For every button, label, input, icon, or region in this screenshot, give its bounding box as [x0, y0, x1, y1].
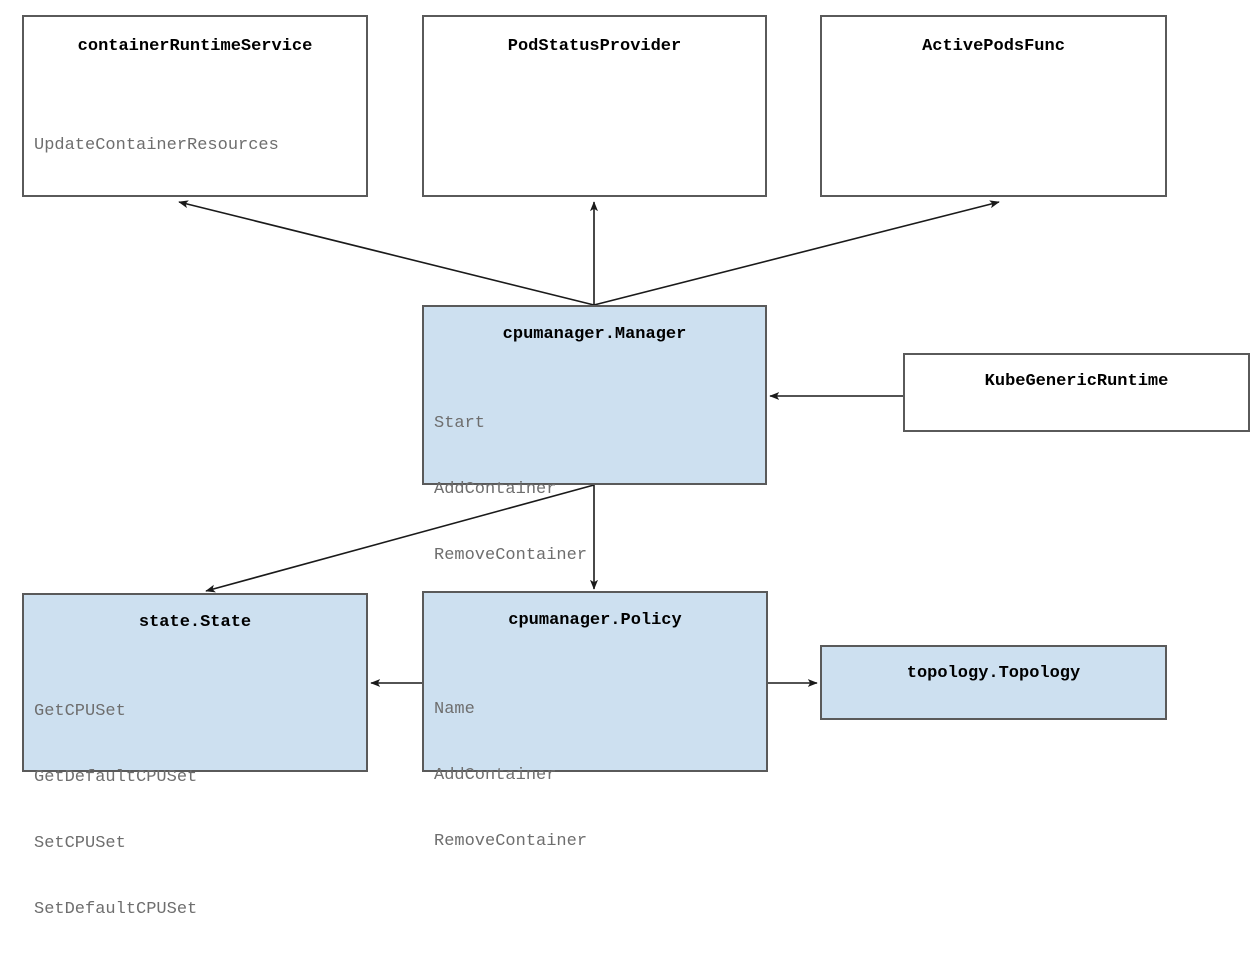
member-item: Start [434, 414, 486, 433]
node-pod-status-provider[interactable]: PodStatusProvider [422, 15, 767, 197]
node-container-runtime-service[interactable]: containerRuntimeService UpdateContainerR… [22, 15, 368, 197]
node-members-cpumanager-policy: Name AddContainer RemoveContainer [434, 655, 587, 897]
node-title-pod-status-provider: PodStatusProvider [507, 37, 682, 56]
member-item: GetCPUSet [34, 702, 126, 721]
node-title-active-pods-func: ActivePodsFunc [922, 37, 1065, 56]
edge-manager-to-container-runtime-service [178, 200, 595, 306]
node-title-cpumanager-manager: cpumanager.Manager [502, 325, 687, 344]
node-topology-topology[interactable]: topology.Topology [820, 645, 1167, 720]
node-title-cpumanager-policy: cpumanager.Policy [508, 611, 682, 630]
member-item: RemoveContainer [434, 832, 588, 851]
member-item: AddContainer [434, 766, 557, 785]
node-title-topology-topology: topology.Topology [906, 664, 1081, 683]
node-cpumanager-policy[interactable]: cpumanager.Policy Name AddContainer Remo… [422, 591, 768, 851]
node-state-state[interactable]: state.State GetCPUSet GetDefaultCPUSet S… [22, 593, 368, 919]
node-title-container-runtime-service: containerRuntimeService [77, 37, 313, 56]
member-item: AddContainer [434, 480, 557, 499]
member-item: UpdateContainerResources [34, 136, 279, 155]
member-item: SetDefaultCPUSet [34, 900, 198, 919]
member-item: GetDefaultCPUSet [34, 768, 198, 787]
node-title-kube-generic-runtime: KubeGenericRuntime [984, 372, 1169, 391]
member-item: Name [434, 700, 475, 719]
class-diagram-canvas: containerRuntimeService UpdateContainerR… [22, 15, 1250, 919]
node-members-state-state: GetCPUSet GetDefaultCPUSet SetCPUSet Set… [34, 657, 197, 965]
node-kube-generic-runtime[interactable]: KubeGenericRuntime [903, 353, 1250, 432]
node-cpumanager-manager[interactable]: cpumanager.Manager Start AddContainer Re… [422, 305, 767, 631]
edge-manager-to-active-pods-func [593, 200, 1000, 306]
node-title-state-state: state.State [138, 613, 252, 632]
node-active-pods-func[interactable]: ActivePodsFunc [820, 15, 1167, 197]
node-members-container-runtime-service: UpdateContainerResources [34, 91, 279, 201]
member-item: RemoveContainer [434, 546, 588, 565]
member-item: SetCPUSet [34, 834, 126, 853]
